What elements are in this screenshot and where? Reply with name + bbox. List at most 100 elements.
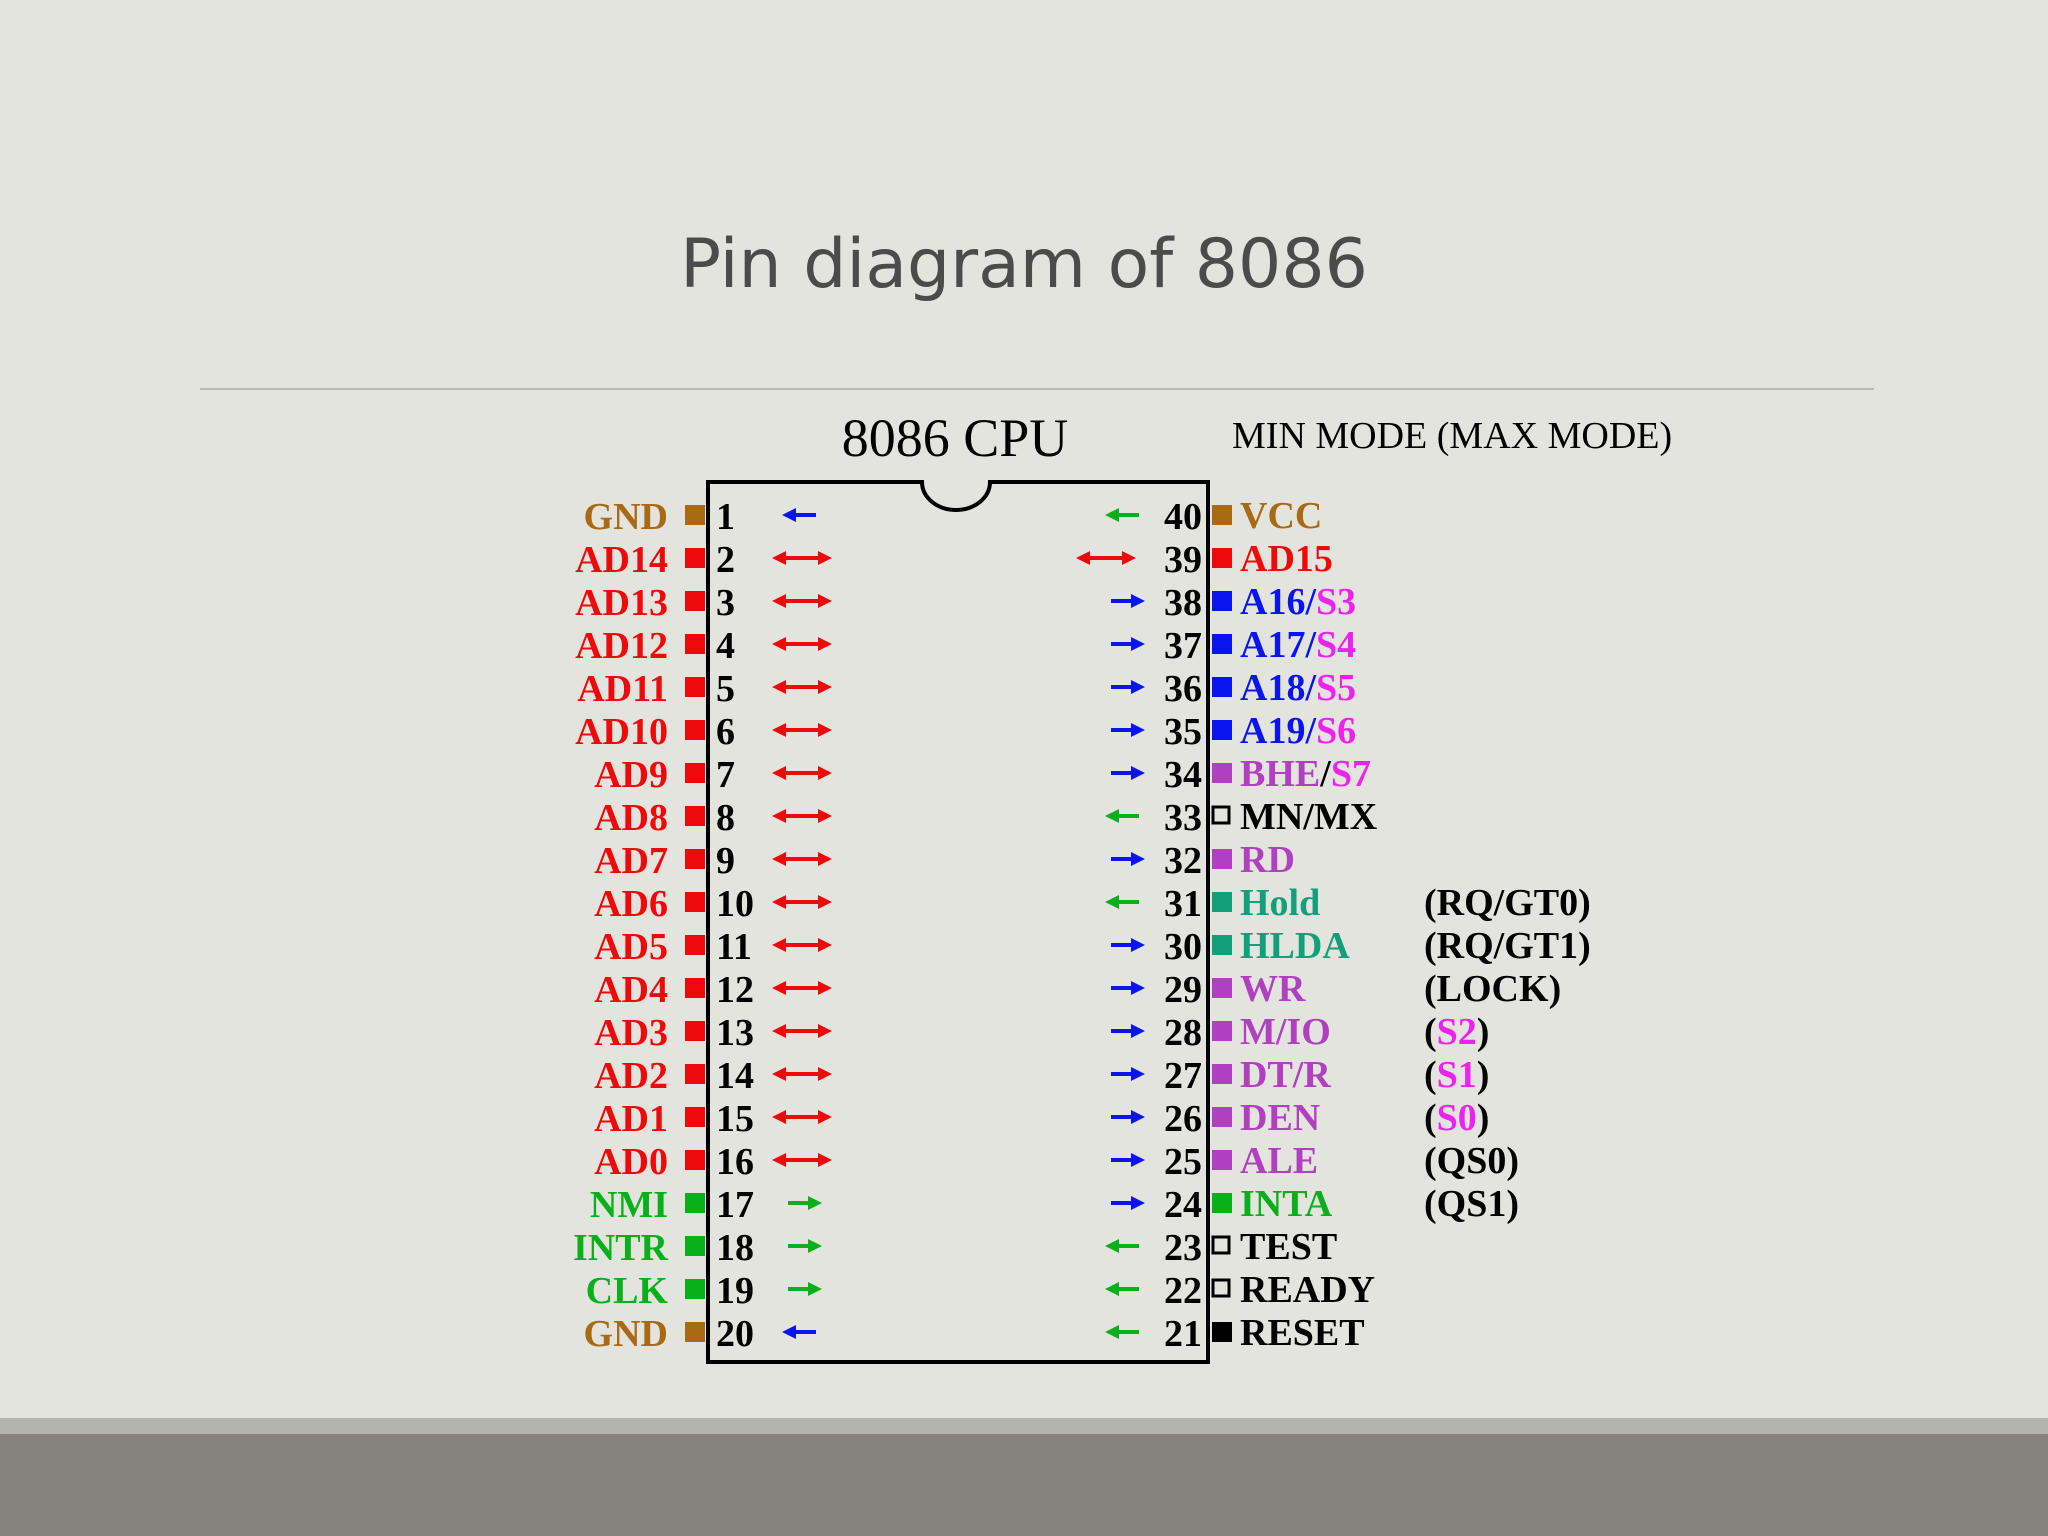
pin-marker	[1212, 591, 1232, 611]
pin-number: 31	[1164, 883, 1202, 925]
pin-name-part: Hold	[1240, 882, 1320, 924]
pin-marker	[685, 1107, 705, 1127]
pin-name-part: A17	[1240, 624, 1305, 666]
pin-marker	[1212, 892, 1232, 912]
pin-name: AD9	[594, 754, 668, 796]
pin-marker	[685, 806, 705, 826]
slide-title: Pin diagram of 8086	[680, 225, 1368, 304]
pin-direction-arrow	[772, 551, 832, 565]
pin-32: 32 RD	[1111, 839, 1295, 882]
pin-name-part: RD	[1240, 839, 1295, 881]
pin-name-part: VCC	[1240, 495, 1322, 537]
max-mode-signal: (LOCK)	[1424, 968, 1561, 1010]
pin-name-part: M/IO	[1240, 1011, 1331, 1053]
pin-number: 23	[1164, 1227, 1202, 1269]
pin-direction-arrow	[1111, 766, 1145, 780]
max-mode-pin-24: (QS1)	[1424, 1183, 1519, 1225]
pin-number: 14	[716, 1055, 754, 1097]
pin-direction-arrow	[1111, 1196, 1145, 1210]
max-mode-signal-part: )	[1578, 882, 1591, 924]
pin-name-part: RESET	[1240, 1312, 1365, 1354]
max-mode-signal-part: (	[1424, 968, 1437, 1010]
pin-name-part: S5	[1316, 667, 1356, 709]
pin-name: GND	[584, 496, 668, 538]
pin-name-part: READY	[1240, 1269, 1375, 1311]
pin-name-part: A16	[1240, 581, 1305, 623]
max-mode-pin-26: (S0)	[1424, 1097, 1489, 1139]
pin-direction-arrow	[782, 508, 816, 522]
pin-name: AD1	[594, 1098, 668, 1140]
pin-name: BHE/S7	[1240, 753, 1371, 795]
pin-number: 11	[716, 926, 752, 968]
pin-direction-arrow	[772, 1110, 832, 1124]
pin-name-part: S6	[1316, 710, 1356, 752]
pin-number: 9	[716, 840, 735, 882]
pin-direction-arrow	[788, 1196, 822, 1210]
max-mode-signal-part: (	[1424, 1011, 1437, 1053]
max-mode-pin-27: (S1)	[1424, 1054, 1489, 1096]
pin-name: AD0	[594, 1141, 668, 1183]
pin-number: 3	[716, 582, 735, 624]
pin-marker	[1212, 935, 1232, 955]
pin-number: 15	[716, 1098, 754, 1140]
max-mode-signal: (RQ/GT1)	[1424, 925, 1591, 967]
pin-marker	[1212, 1021, 1232, 1041]
pin-direction-arrow	[772, 766, 832, 780]
pin-name: AD12	[575, 625, 668, 667]
pin-direction-arrow	[788, 1239, 822, 1253]
pin-marker	[1212, 849, 1232, 869]
pin-number: 32	[1164, 840, 1202, 882]
pin-direction-arrow	[1111, 1153, 1145, 1167]
pin-marker	[1212, 677, 1232, 697]
pin-direction-arrow	[772, 1153, 832, 1167]
max-mode-signal-part: GT0	[1504, 882, 1578, 924]
pin-direction-arrow	[772, 809, 832, 823]
pin-marker	[685, 720, 705, 740]
max-mode-pin-31: (RQ/GT0)	[1424, 882, 1591, 924]
pin-marker	[1212, 1150, 1232, 1170]
max-mode-signal-part: RQ	[1437, 882, 1494, 924]
pin-number: 6	[716, 711, 735, 753]
pin-name: AD14	[575, 539, 668, 581]
max-mode-pin-30: (RQ/GT1)	[1424, 925, 1591, 967]
pin-number: 28	[1164, 1012, 1202, 1054]
pin-name: ALE	[1240, 1140, 1318, 1182]
pin-name: AD7	[594, 840, 668, 882]
pin-direction-arrow	[1111, 981, 1145, 995]
pin-marker	[685, 1279, 705, 1299]
pin-marker	[1211, 1278, 1231, 1298]
pin-name-part: S7	[1331, 753, 1371, 795]
pin-marker	[685, 935, 705, 955]
pin-direction-arrow	[1111, 1024, 1145, 1038]
pin-name: AD15	[1240, 538, 1333, 580]
pin-number: 27	[1164, 1055, 1202, 1097]
pin-number: 12	[716, 969, 754, 1011]
pin-direction-arrow	[772, 981, 832, 995]
pin-marker	[1212, 1322, 1232, 1342]
pin-marker	[1212, 720, 1232, 740]
pin-number: 18	[716, 1227, 754, 1269]
pin-direction-arrow	[1111, 723, 1145, 737]
max-mode-signal-part: (QS1)	[1424, 1183, 1519, 1225]
pin-name-part: /	[1319, 753, 1331, 795]
pin-31: 31 Hold	[1105, 882, 1320, 925]
pin-number: 5	[716, 668, 735, 710]
max-mode-signal-part: (	[1424, 882, 1437, 924]
max-mode-signal-part: (	[1424, 1054, 1437, 1096]
pin-direction-arrow	[772, 852, 832, 866]
